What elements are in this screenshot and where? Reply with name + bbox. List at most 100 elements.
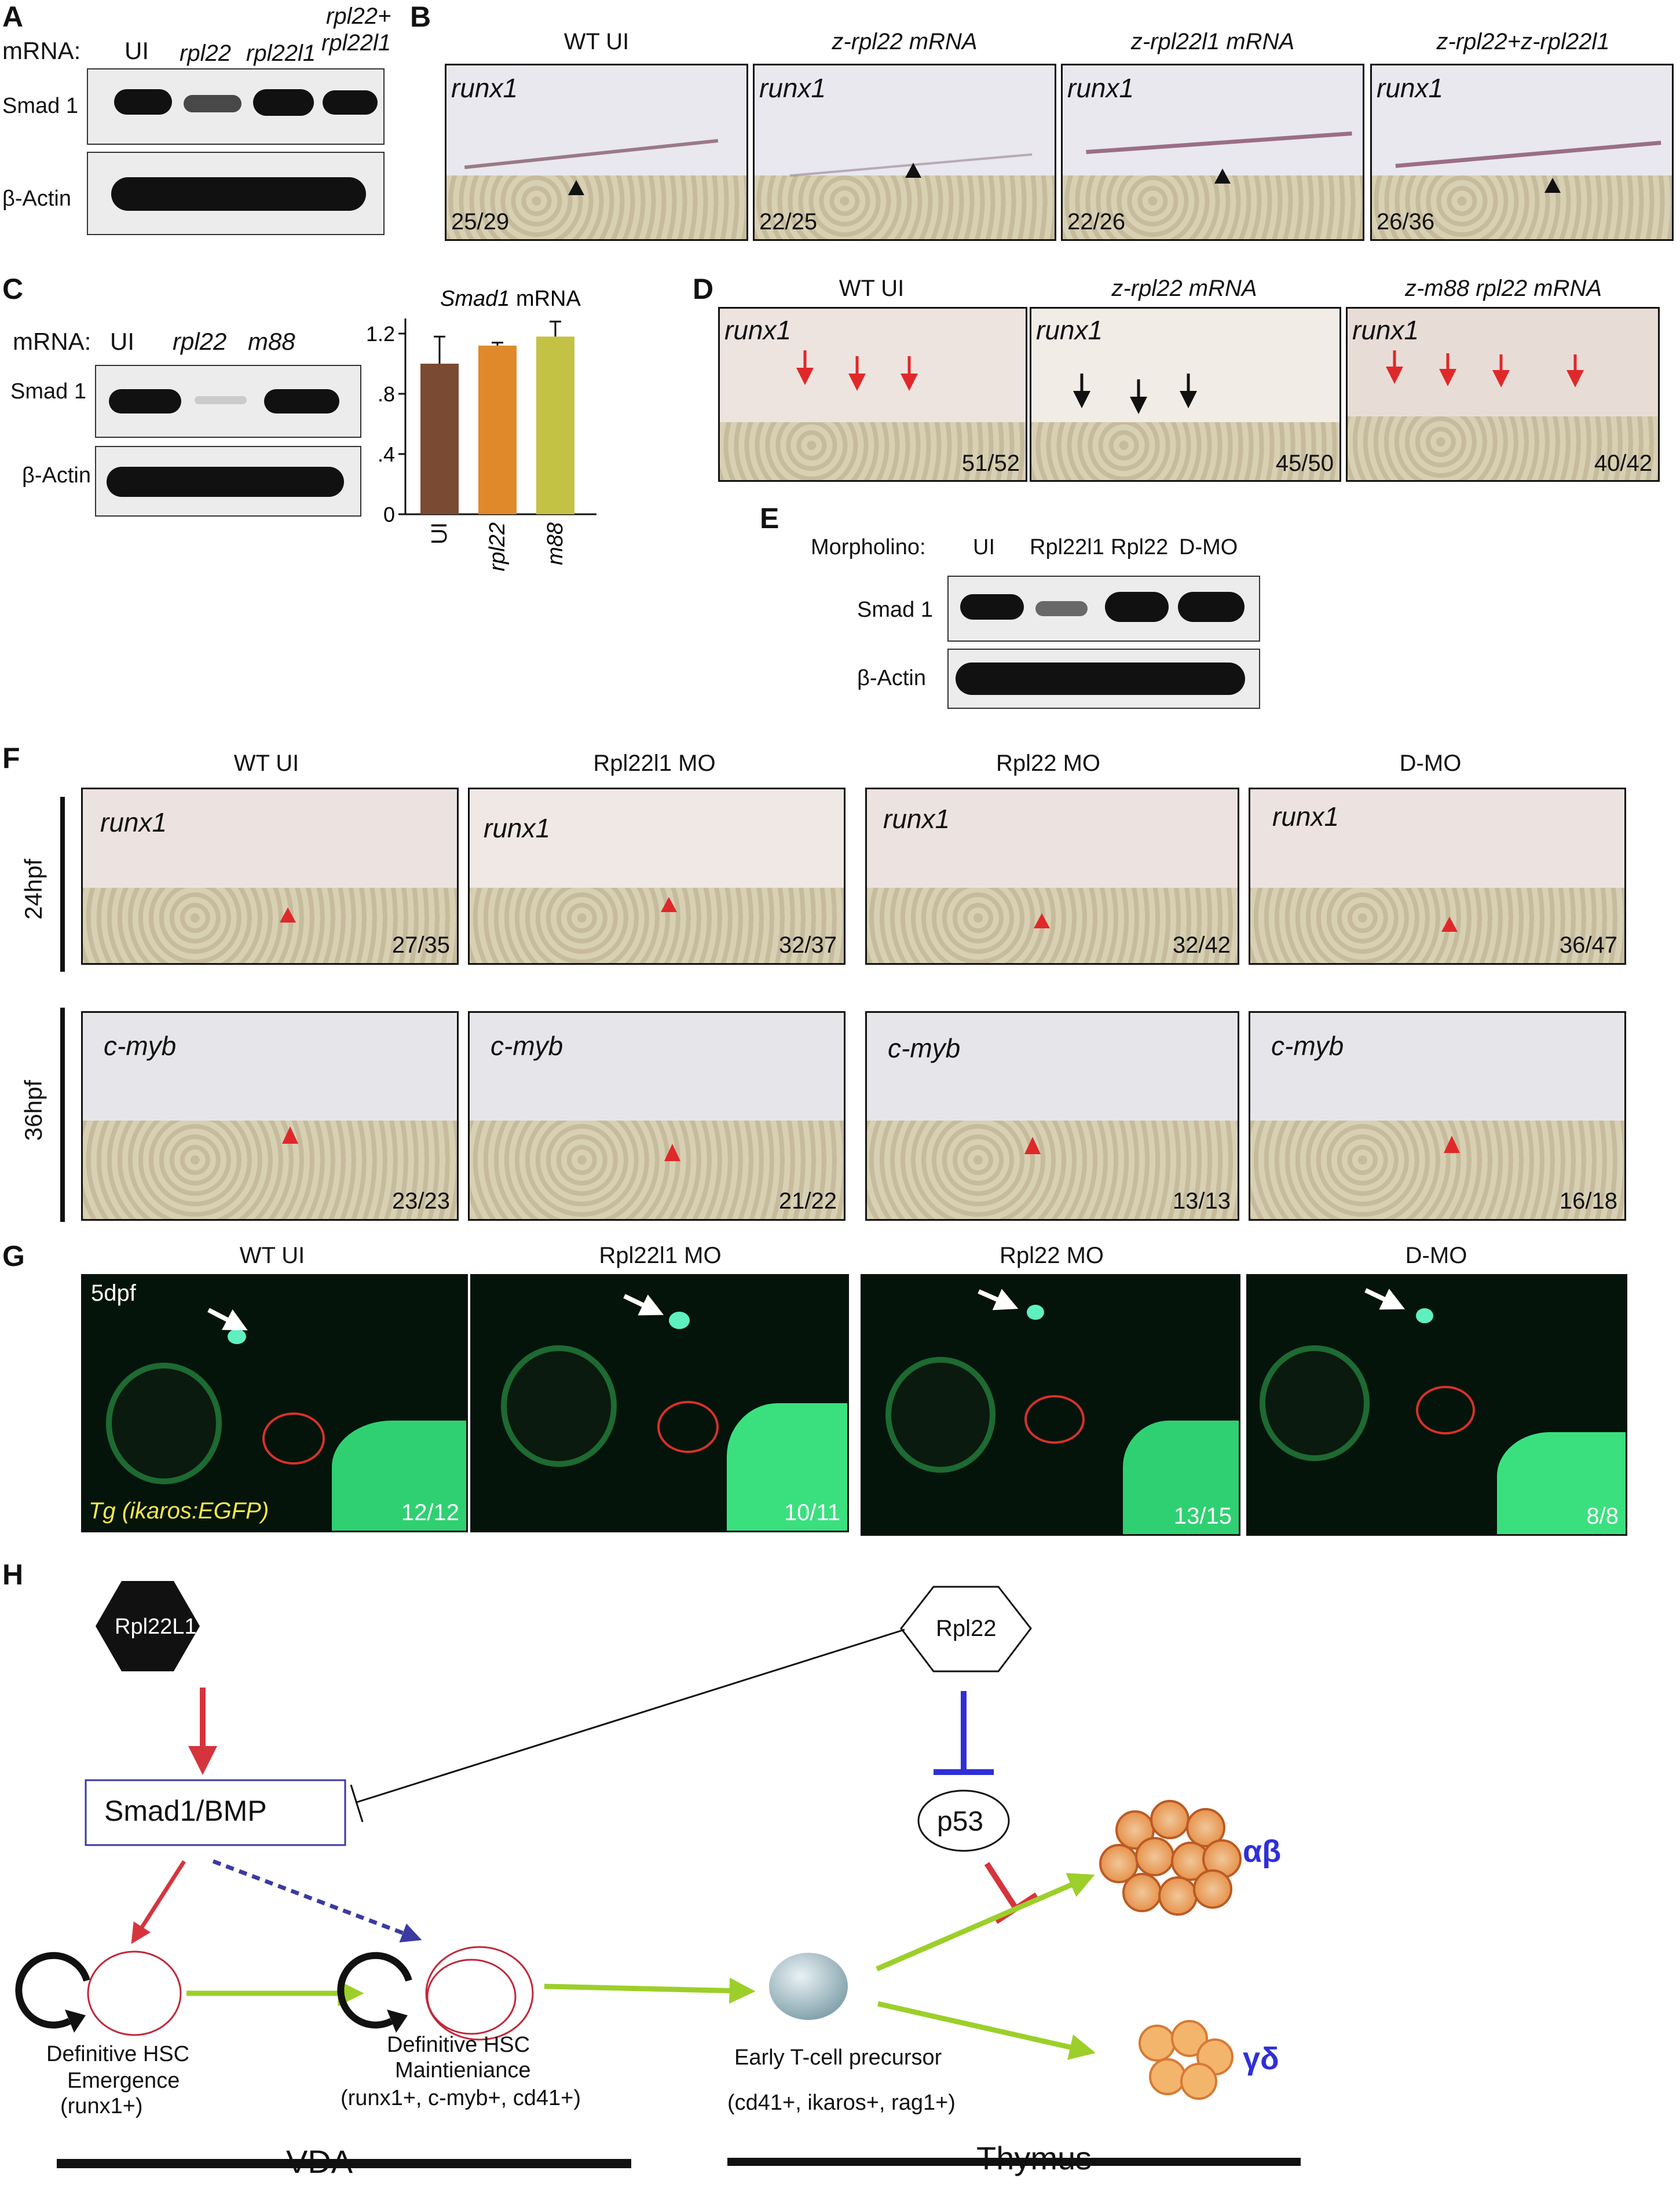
b-title-3: z-rpl22l1 mRNA: [1130, 29, 1295, 54]
f-col-1: WT UI: [233, 751, 299, 776]
d-ratio-1: 51/52: [961, 451, 1020, 476]
c-row-smad1: Smad 1: [10, 379, 86, 404]
f-ratio-24-1: 27/35: [391, 932, 450, 958]
d-title-2: z-rpl22 mRNA: [1111, 276, 1257, 301]
f-ratio-36-1: 23/23: [391, 1188, 450, 1214]
b-title-2: z-rpl22 mRNA: [832, 29, 978, 54]
e-row-actin: β-Actin: [857, 666, 926, 690]
g-col-3: Rpl22 MO: [999, 1243, 1104, 1268]
e-row-smad1: Smad 1: [857, 598, 933, 622]
b-title-4: z-rpl22+z-rpl22l1: [1436, 29, 1610, 54]
h-rpl22l1-label: Rpl22L1: [115, 1615, 197, 1639]
c-lane-m88: m88: [248, 328, 295, 355]
d-image-1: runx1 51/52: [718, 307, 1027, 482]
g-img-2: 10/11: [470, 1274, 849, 1532]
b-image-1: runx1 25/29: [445, 64, 748, 241]
d-gene-3: runx1: [1352, 315, 1419, 345]
h-vda-label: VDA: [286, 2143, 353, 2180]
rpl22-hexagon: [900, 1586, 1032, 1672]
a-lane-combo-1: rpl22+: [326, 3, 391, 29]
e-lane-ui: UI: [973, 535, 995, 559]
a-lane-rpl22: rpl22: [180, 41, 231, 66]
e-lane-rpl22: Rpl22: [1111, 535, 1169, 559]
f-gene-36-4: c-myb: [1271, 1031, 1344, 1061]
f-col-3: Rpl22 MO: [995, 751, 1101, 776]
f-bracket-36: [60, 1008, 65, 1222]
a-lane-rpl22l1: rpl22l1: [246, 41, 316, 66]
e-lane-dmo: D-MO: [1179, 535, 1238, 559]
h-rpl22-label: Rpl22: [936, 1616, 997, 1641]
f-stage-36: 36hpf: [20, 1079, 47, 1141]
f-col-2: Rpl22l1 MO: [593, 751, 716, 776]
y-tick-label: .4: [378, 442, 395, 466]
b-ratio-2: 22/25: [759, 209, 818, 235]
g-img-3: 13/15: [861, 1274, 1240, 1536]
h-emergence-1: Definitive HSC: [46, 2042, 190, 2066]
c-row-actin: β-Actin: [22, 463, 91, 488]
f-stage-24: 24hpf: [20, 858, 47, 920]
f-img-24-4: runx1 36/47: [1249, 788, 1626, 965]
h-maint-2: Maintieniance: [395, 2058, 531, 2082]
d-image-3: runx1 40/42: [1346, 307, 1660, 482]
e-lane-rpl22l1: Rpl22l1: [1030, 535, 1104, 559]
a-row-smad1: Smad 1: [2, 94, 78, 118]
h-precursor-1: Early T-cell precursor: [734, 2045, 942, 2070]
y-tick-label: 0: [383, 503, 395, 526]
g-img-1: 5dpf Tg (ikaros:EGFP) 12/12: [81, 1274, 468, 1532]
a-blot-smad1: [87, 68, 385, 145]
h-emergence-3: (runx1+): [60, 2094, 143, 2118]
b-ratio-3: 22/26: [1067, 209, 1126, 235]
f-gene-24-1: runx1: [100, 807, 167, 837]
bar-m88: [536, 336, 574, 514]
maintenance-cell-outer: [425, 1946, 534, 2041]
b-ratio-1: 25/29: [451, 209, 510, 235]
g-ratio-3: 13/15: [1173, 1503, 1232, 1529]
f-bracket-24: [60, 797, 65, 972]
h-diagram: [15, 1581, 1301, 2168]
f-col-4: D-MO: [1399, 751, 1462, 776]
g-stage: 5dpf: [91, 1280, 136, 1306]
d-gene-2: runx1: [1036, 315, 1103, 345]
b-ratio-4: 26/36: [1377, 209, 1435, 235]
bar-rpl22: [478, 345, 517, 514]
f-ratio-24-4: 36/47: [1559, 932, 1617, 958]
g-transgene: Tg (ikaros:EGFP): [89, 1498, 269, 1524]
h-emergence-2: Emergence: [67, 2069, 180, 2093]
smad-box: [85, 1779, 346, 1846]
e-blot-actin: [947, 649, 1260, 709]
a-lane-combo-2: rpl22l1: [321, 30, 391, 56]
y-tick-label: 1.2: [366, 322, 395, 346]
precursor-cell: [769, 1953, 848, 2020]
emergence-cell: [87, 1950, 182, 2036]
h-maint-1: Definitive HSC: [387, 2033, 530, 2057]
g-img-4: 8/8: [1246, 1274, 1627, 1536]
h-p53-label: p53: [937, 1806, 984, 1837]
panel-label-g: G: [2, 1240, 25, 1272]
h-smad-label: Smad1/BMP: [104, 1795, 267, 1827]
f-gene-36-3: c-myb: [888, 1033, 961, 1063]
f-ratio-36-4: 16/18: [1559, 1188, 1617, 1214]
f-ratio-36-3: 13/13: [1172, 1188, 1231, 1214]
h-precursor-2: (cd41+, ikaros+, rag1+): [727, 2091, 956, 2115]
g-col-1: WT UI: [239, 1243, 305, 1268]
gammadelta-cluster: [1139, 2020, 1234, 2100]
h-alphabeta-label: αβ: [1243, 1834, 1282, 1869]
y-tick-label: .8: [378, 382, 395, 406]
e-blot-smad1: [947, 576, 1260, 642]
d-ratio-3: 40/42: [1594, 451, 1652, 476]
b-gene-1: runx1: [451, 73, 518, 103]
a-lane-ui: UI: [125, 37, 149, 64]
f-gene-24-2: runx1: [484, 813, 551, 843]
h-maint-3: (runx1+, c-myb+, cd41+): [341, 2086, 581, 2110]
f-ratio-24-3: 32/42: [1172, 932, 1231, 958]
f-img-24-2: runx1 32/37: [468, 788, 846, 965]
g-col-4: D-MO: [1405, 1243, 1467, 1268]
d-title-1: WT UI: [839, 276, 905, 301]
f-img-24-1: runx1 27/35: [81, 788, 459, 965]
panel-label-f: F: [2, 742, 20, 774]
c-lane-ui: UI: [110, 328, 134, 355]
b-image-4: runx1 26/36: [1370, 64, 1674, 241]
e-morpholino-label: Morpholino:: [811, 535, 926, 559]
b-title-1: WT UI: [563, 29, 629, 54]
